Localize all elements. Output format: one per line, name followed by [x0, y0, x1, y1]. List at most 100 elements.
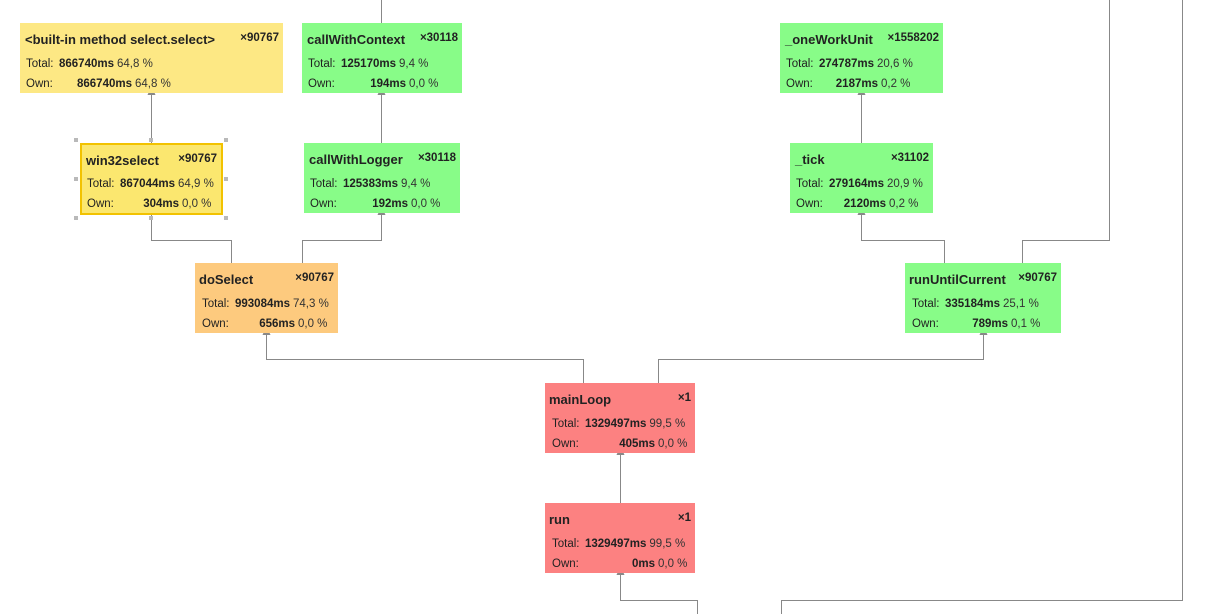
own-label: Own: — [26, 78, 53, 90]
own-percent: 0,0 % — [411, 198, 441, 210]
total-label: Total: — [796, 178, 824, 190]
node-call-count: ×90767 — [295, 272, 334, 284]
own-percent: 64,8 % — [135, 78, 171, 90]
own-time: 2187ms — [835, 78, 878, 90]
selection-handle-bottom-left[interactable] — [74, 216, 78, 220]
selection-handle-bottom-right[interactable] — [224, 216, 228, 220]
node-call-count: ×90767 — [1018, 272, 1057, 284]
selection-handle-bottom-middle[interactable] — [149, 216, 153, 220]
own-time: 866740ms — [77, 78, 132, 90]
own-label: Own: — [310, 198, 337, 210]
own-percent: 0,0 % — [182, 198, 212, 210]
total-percent: 64,9 % — [178, 178, 214, 190]
total-label: Total: — [308, 58, 336, 70]
total-percent: 20,6 % — [877, 58, 913, 70]
own-percent: 0,2 % — [881, 78, 911, 90]
edge-mainloop-to-doselect — [262, 326, 584, 383]
edge-rununtilcurrent-to-offscreen — [1022, 0, 1110, 263]
own-label: Own: — [552, 558, 579, 570]
total-label: Total: — [26, 58, 54, 70]
own-label: Own: — [786, 78, 813, 90]
selection-handle-top-right[interactable] — [224, 138, 228, 142]
total-time: 125170ms — [341, 58, 396, 70]
total-label: Total: — [786, 58, 814, 70]
total-label: Total: — [552, 538, 580, 550]
node-name: _oneWorkUnit — [785, 32, 873, 47]
own-label: Own: — [912, 318, 939, 330]
selection-handle-top-left[interactable] — [74, 138, 78, 142]
own-label: Own: — [202, 318, 229, 330]
total-time: 125383ms — [343, 178, 398, 190]
total-percent: 25,1 % — [1003, 298, 1039, 310]
total-percent: 9,4 % — [399, 58, 429, 70]
total-time: 993084ms — [235, 298, 290, 310]
own-time: 2120ms — [843, 198, 886, 210]
node-call-count: ×90767 — [178, 153, 217, 165]
own-time: 405ms — [619, 438, 655, 450]
total-label: Total: — [202, 298, 230, 310]
total-percent: 99,5 % — [649, 538, 686, 550]
node-call-count: ×1 — [677, 512, 691, 524]
node-name: mainLoop — [549, 392, 612, 407]
total-label: Total: — [552, 418, 580, 430]
total-label: Total: — [912, 298, 940, 310]
own-label: Own: — [796, 198, 823, 210]
total-time: 279164ms — [829, 178, 884, 190]
node-call-count: ×30118 — [417, 152, 456, 164]
own-label: Own: — [87, 198, 114, 210]
node-builtin-select[interactable]: <built-in method select.select>×90767 To… — [20, 23, 283, 93]
total-time: 1329497ms — [585, 538, 647, 550]
selection-handle-middle-right[interactable] — [224, 177, 228, 181]
own-percent: 0,0 % — [658, 438, 688, 450]
node-name: callWithContext — [307, 32, 406, 47]
node-call-count: ×31102 — [890, 152, 929, 164]
edge-doselect-to-win32select — [147, 206, 232, 263]
own-time: 304ms — [143, 198, 179, 210]
node-call-count: ×1 — [677, 392, 691, 404]
total-time: 866740ms — [59, 58, 114, 70]
node-name: doSelect — [199, 272, 254, 287]
total-percent: 9,4 % — [401, 178, 431, 190]
selection-handle-middle-left[interactable] — [74, 177, 78, 181]
node-call-count: ×30118 — [419, 32, 458, 44]
node-name: run — [549, 512, 570, 527]
selection-handle-top-middle[interactable] — [149, 138, 153, 142]
own-time: 789ms — [972, 318, 1008, 330]
node-call-count: ×90767 — [240, 32, 279, 44]
edge-mainloop-to-rununtilcurrent — [658, 326, 988, 383]
own-percent: 0,0 % — [658, 558, 688, 570]
total-percent: 64,8 % — [117, 58, 153, 70]
own-time: 194ms — [370, 78, 406, 90]
own-time: 656ms — [259, 318, 295, 330]
edge-caller-to-run — [616, 566, 698, 614]
own-time: 192ms — [372, 198, 408, 210]
own-time: 0ms — [631, 558, 655, 570]
edge-offscreen-right — [781, 0, 1183, 614]
own-percent: 0,2 % — [889, 198, 919, 210]
total-label: Total: — [87, 178, 115, 190]
node-call-count: ×1558202 — [887, 32, 940, 44]
total-percent: 20,9 % — [887, 178, 923, 190]
own-percent: 0,0 % — [409, 78, 439, 90]
node-name: _tick — [795, 152, 825, 167]
total-time: 335184ms — [945, 298, 1000, 310]
node-name: runUntilCurrent — [909, 272, 1006, 287]
total-percent: 99,5 % — [649, 418, 686, 430]
own-percent: 0,1 % — [1011, 318, 1041, 330]
edge-rununtilcurrent-to-tick — [857, 206, 945, 263]
edge-doselect-to-callwithlogger — [302, 206, 386, 263]
node-name: callWithLogger — [309, 152, 403, 167]
own-percent: 0,0 % — [298, 318, 328, 330]
total-label: Total: — [310, 178, 338, 190]
total-time: 274787ms — [819, 58, 874, 70]
